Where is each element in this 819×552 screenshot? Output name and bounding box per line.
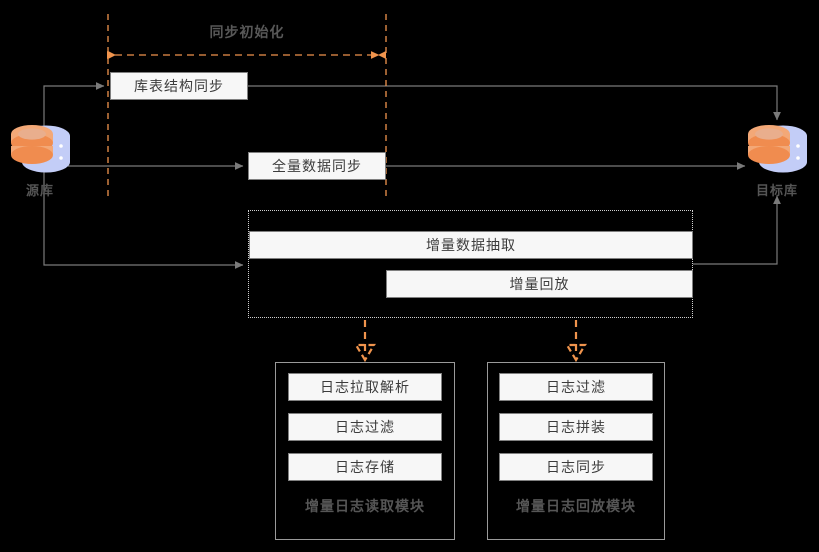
source-database[interactable]	[8, 122, 72, 174]
stage-incremental-replay[interactable]: 增量回放	[386, 270, 693, 298]
module-log-replay-item-1[interactable]: 日志拼装	[499, 413, 653, 441]
stage-incremental-extract[interactable]: 增量数据抽取	[249, 231, 693, 259]
module-log-replay-label: 增量日志回放模块	[516, 498, 636, 514]
module-log-read-item-1[interactable]: 日志过滤	[288, 413, 442, 441]
module-log-replay-item-2[interactable]: 日志同步	[499, 453, 653, 481]
stage-full-data-sync[interactable]: 全量数据同步	[248, 152, 386, 180]
stage-schema-sync[interactable]: 库表结构同步	[110, 72, 248, 100]
module-log-read-item-0[interactable]: 日志拉取解析	[288, 373, 442, 401]
target-database-label: 目标库	[755, 183, 798, 198]
module-log-read-item-2[interactable]: 日志存储	[288, 453, 442, 481]
target-database[interactable]	[745, 122, 809, 174]
incremental-group	[248, 210, 693, 318]
module-log-replay-item-0[interactable]: 日志过滤	[499, 373, 653, 401]
module-log-read-label: 增量日志读取模块	[305, 498, 425, 514]
source-database-label: 源库	[25, 183, 54, 198]
database-icon	[748, 125, 807, 173]
database-icon	[11, 125, 70, 173]
module-log-replay[interactable]	[487, 362, 665, 540]
phase-label: 同步初始化	[209, 24, 285, 40]
module-log-read[interactable]	[275, 362, 455, 540]
